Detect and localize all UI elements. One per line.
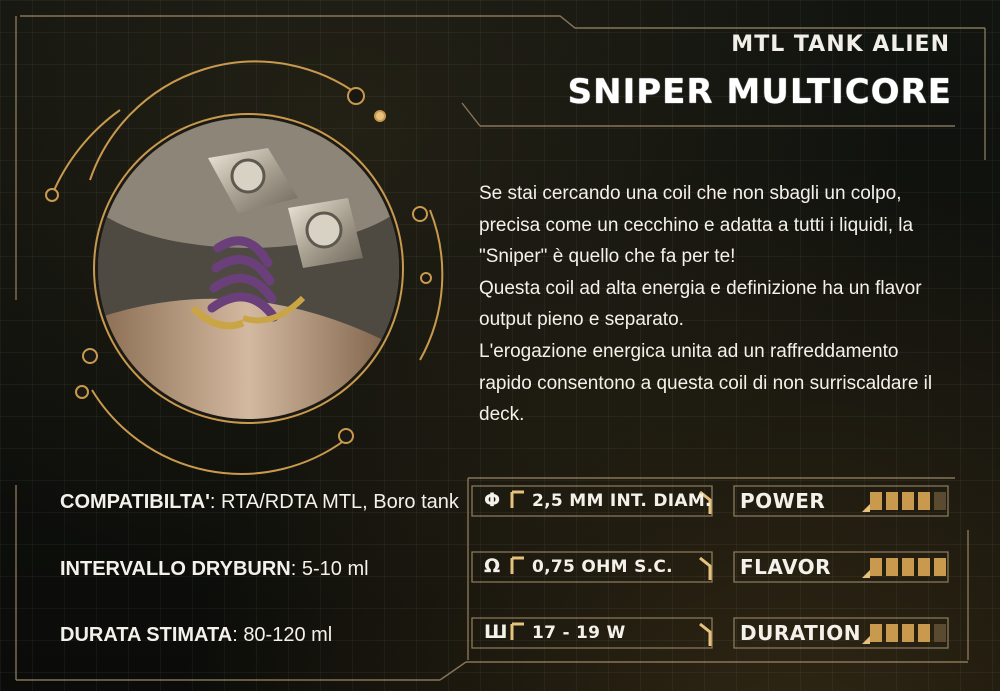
rating-segment xyxy=(934,492,946,510)
rating-segment xyxy=(918,492,930,510)
rating-flavor-label: FLAVOR xyxy=(740,555,832,579)
rating-segment xyxy=(886,624,898,642)
rating-segment xyxy=(902,624,914,642)
ohm-icon: Ω xyxy=(484,555,501,577)
rating-segment xyxy=(886,492,898,510)
rating-segment xyxy=(902,558,914,576)
description-line: Questa coil ad alta energia e definizion… xyxy=(479,277,922,299)
rating-segment xyxy=(902,492,914,510)
rating-segment xyxy=(886,558,898,576)
rating-segment xyxy=(918,624,930,642)
spec-compatibility: COMPATIBILTA': RTA/RDTA MTL, Boro tank xyxy=(60,491,459,513)
rating-flavor-meter xyxy=(870,558,946,576)
spec-value: 5-10 ml xyxy=(301,558,369,580)
diameter-icon: Φ xyxy=(484,489,501,511)
product-title: SNIPER MULTICORE xyxy=(567,72,952,112)
stat-resistance: 0,75 OHM S.C. xyxy=(532,557,673,577)
description-line: rapido consentono a questa coil di non s… xyxy=(479,372,933,394)
spec-label: COMPATIBILTA' xyxy=(60,491,210,513)
description-line: precisa come un cecchino e adatta a tutt… xyxy=(479,214,914,236)
spec-dryburn: INTERVALLO DRYBURN: 5-10 ml xyxy=(60,558,369,580)
coil-photo-frame xyxy=(76,96,421,441)
rating-segment xyxy=(870,558,882,576)
spec-value: RTA/RDTA MTL, Boro tank xyxy=(221,491,459,513)
rating-segment xyxy=(934,558,946,576)
spec-label: INTERVALLO DRYBURN xyxy=(60,558,291,580)
stat-diameter: 2,5 MM INT. DIAM. xyxy=(532,491,712,511)
product-subtitle: MTL TANK ALIEN xyxy=(731,32,950,57)
spec-duration: DURATA STIMATA: 80-120 ml xyxy=(60,624,333,646)
description-line: Se stai cercando una coil che non sbagli… xyxy=(479,183,902,204)
rating-duration-meter xyxy=(870,624,946,642)
rating-duration-label: DURATION xyxy=(740,621,861,645)
description-line: deck. xyxy=(479,404,525,426)
description-line: output pieno e separato. xyxy=(479,309,684,331)
rating-segment xyxy=(918,558,930,576)
coil-illustration xyxy=(98,118,399,419)
description-line: "Sniper" è quello che fa per te! xyxy=(479,246,736,268)
coil-photo xyxy=(98,118,399,419)
rating-segment xyxy=(870,624,882,642)
rating-segment xyxy=(934,624,946,642)
spec-value: 80-120 ml xyxy=(243,624,333,646)
product-description: Se stai cercando una coil che non sbagli… xyxy=(479,178,959,431)
description-line: L'erogazione energica unita ad un raffre… xyxy=(479,340,899,362)
rating-power-label: POWER xyxy=(740,489,826,513)
rating-power-meter xyxy=(870,492,946,510)
spec-label: DURATA STIMATA xyxy=(60,624,233,646)
watt-icon: Ш xyxy=(484,621,508,643)
rating-segment xyxy=(870,492,882,510)
stat-wattage: 17 - 19 W xyxy=(532,623,626,643)
